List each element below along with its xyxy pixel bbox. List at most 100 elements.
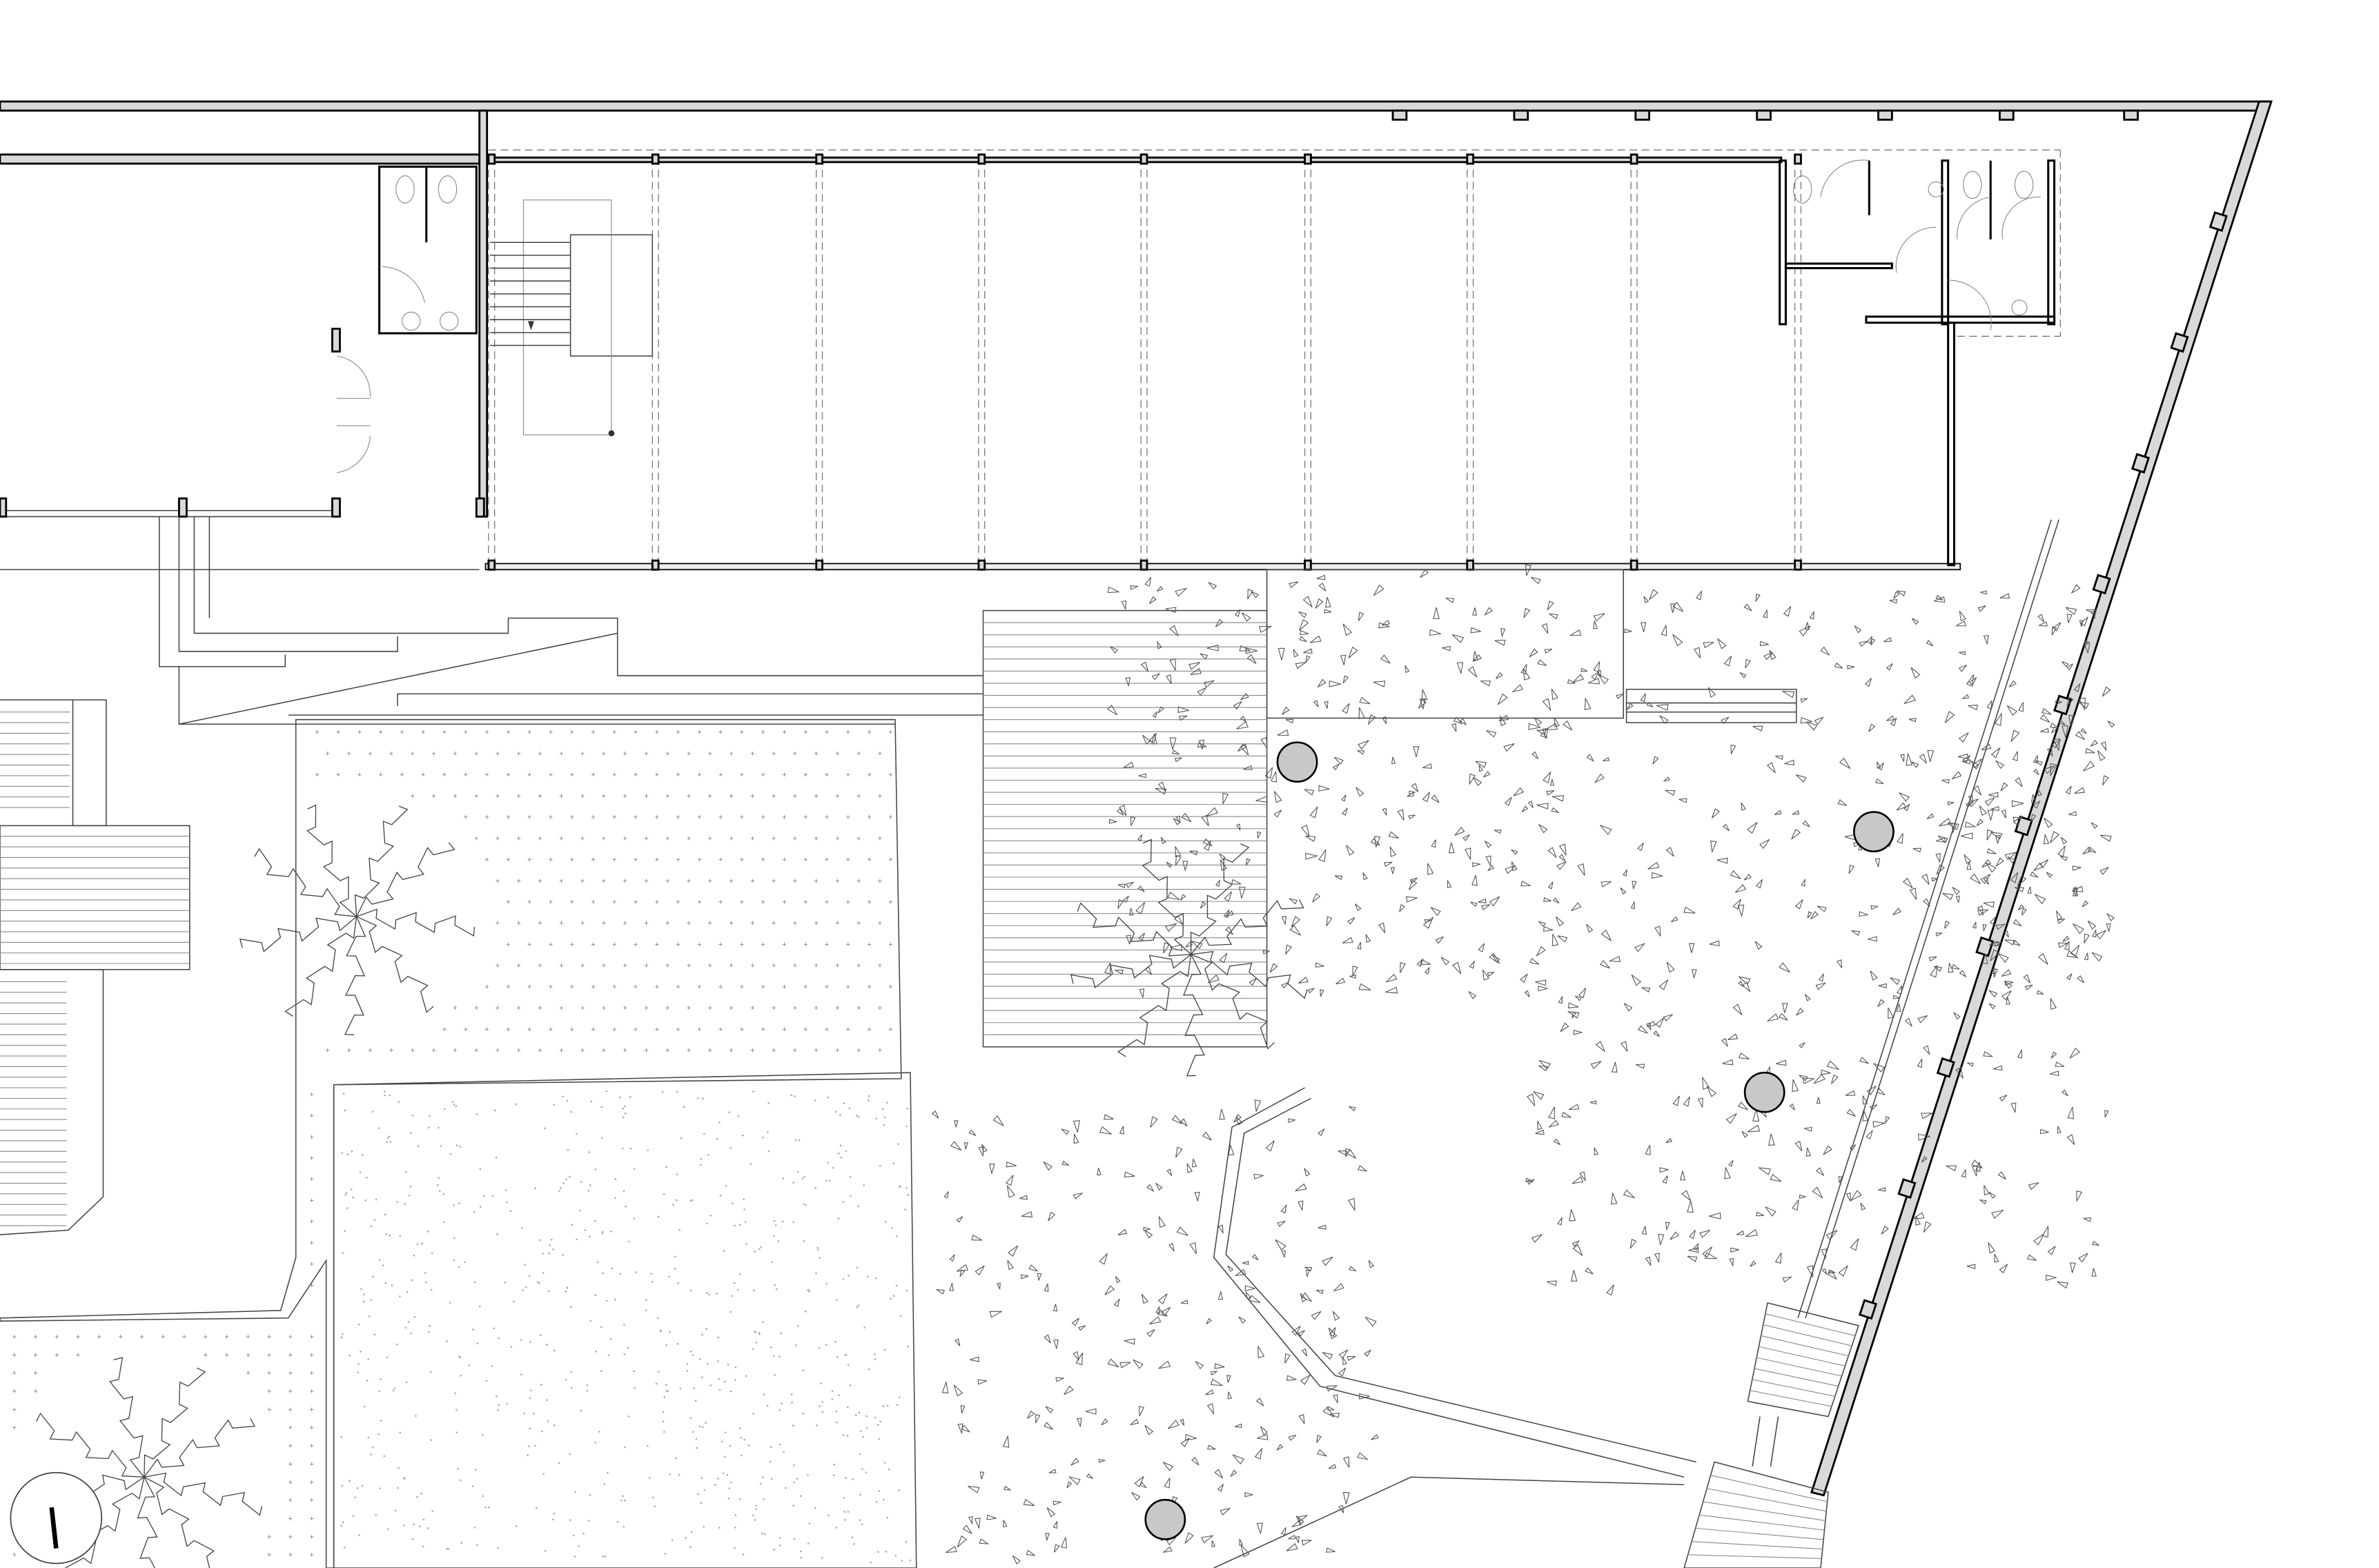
stair-arrow-icon <box>528 321 534 331</box>
gravel-dot <box>693 1387 696 1389</box>
plant-mark: + <box>496 834 500 843</box>
leaf-mark <box>2057 919 2066 924</box>
leaf-mark <box>1471 862 1480 868</box>
leaf-mark <box>1291 1326 1301 1336</box>
gravel-dot <box>702 1097 704 1100</box>
leaf-mark <box>1163 942 1171 954</box>
gravel-dot <box>766 1404 769 1407</box>
plant-mark: + <box>309 1442 313 1451</box>
plant-mark: + <box>687 877 691 885</box>
gravel-dot <box>515 1103 517 1106</box>
wall-pilasters <box>1391 109 2228 1320</box>
leaf-mark <box>1763 651 1773 660</box>
leaf-mark <box>1960 832 1973 840</box>
leaf-mark <box>1138 932 1146 941</box>
leaf-mark <box>1218 1224 1224 1234</box>
leaf-mark <box>1281 1527 1286 1536</box>
plant-mark: + <box>793 792 797 801</box>
gravel-dot <box>883 1462 886 1464</box>
gravel-dot <box>595 1350 598 1353</box>
leaf-mark <box>1647 861 1660 870</box>
plant-mark: + <box>867 814 871 822</box>
plant-mark: + <box>288 1533 293 1541</box>
gravel-dot <box>734 1366 737 1369</box>
gravel-dot <box>361 1154 364 1156</box>
plant-mark: + <box>538 792 542 801</box>
leaf-mark <box>1572 1011 1577 1019</box>
gravel-dot <box>695 1438 698 1440</box>
leaf-mark <box>1317 678 1326 688</box>
leaf-mark <box>2085 747 2095 754</box>
leaf-mark <box>1593 661 1600 673</box>
leaf-mark <box>1157 781 1166 792</box>
leaf-mark <box>1201 814 1209 826</box>
leaf-mark <box>1538 921 1546 928</box>
gravel-dot <box>683 1106 685 1108</box>
stair-tread <box>1759 1346 1846 1366</box>
gravel-dot <box>354 1496 357 1499</box>
leaf-mark <box>1935 852 1941 863</box>
gravel-dot <box>594 1294 597 1297</box>
gravel-dot <box>420 1492 422 1495</box>
leaf-mark <box>1923 1045 1930 1055</box>
gravel-dot <box>882 1405 885 1407</box>
leaf-mark <box>1399 904 1405 912</box>
plant-mark: + <box>591 941 595 949</box>
plant-mark: + <box>729 749 733 758</box>
gravel-dot <box>705 1422 707 1424</box>
gravel-dot <box>679 1387 682 1390</box>
stair-tread <box>1750 1390 1832 1407</box>
leaf-mark <box>1191 1456 1200 1466</box>
plant-mark: + <box>856 1004 861 1012</box>
gravel-dot <box>800 1550 802 1553</box>
gravel-dot <box>473 1281 476 1284</box>
plant-mark: + <box>835 1004 839 1012</box>
leaf-mark <box>1255 1398 1264 1407</box>
plant-mark: + <box>750 1047 754 1055</box>
plant-mark: + <box>825 856 829 864</box>
leaf-mark <box>953 1384 963 1397</box>
gravel-dot <box>569 1453 571 1456</box>
gravel-dot <box>737 1115 740 1117</box>
leaf-mark <box>1779 962 1790 973</box>
leaf-mark <box>1295 1183 1307 1192</box>
leaf-mark <box>1342 937 1353 944</box>
leaf-mark <box>1862 1095 1868 1105</box>
leaf-mark <box>1281 981 1289 989</box>
leaf-mark <box>1286 1543 1298 1551</box>
gravel-dot <box>700 1158 703 1160</box>
plant-mark: + <box>161 1333 165 1342</box>
leaf-mark <box>2035 760 2043 766</box>
leaf-mark <box>2050 831 2059 843</box>
tree-frond <box>344 916 366 1035</box>
leaf-mark <box>1654 1253 1660 1263</box>
toilet-icon <box>395 175 415 204</box>
leaf-mark <box>1078 1325 1086 1331</box>
plant-mark: + <box>634 814 638 822</box>
leaf-mark <box>1424 967 1430 974</box>
gravel-dot <box>389 1234 391 1237</box>
gravel-dot <box>614 1197 616 1199</box>
leaf-mark <box>1636 1064 1645 1069</box>
plant-mark: + <box>825 729 829 737</box>
leaf-mark <box>1280 1204 1287 1214</box>
leaf-mark <box>1318 849 1326 863</box>
leaf-mark <box>1389 846 1397 857</box>
leaf-mark <box>1807 911 1812 919</box>
leaf-mark <box>1324 700 1329 709</box>
leaf-mark <box>1820 646 1830 656</box>
plant-mark: + <box>761 856 765 864</box>
gravel-dot <box>790 1094 792 1097</box>
gravel-dot <box>671 1539 674 1542</box>
leaf-mark <box>1197 742 1207 747</box>
gravel-dot <box>663 1431 665 1433</box>
gravel-dot <box>515 1525 518 1527</box>
leaf-mark <box>1789 1103 1795 1110</box>
leaf-mark <box>1805 1147 1812 1157</box>
plant-mark: + <box>538 1047 542 1055</box>
gravel-dot <box>386 1528 389 1530</box>
leaf-mark <box>1826 1060 1839 1070</box>
leaf-mark <box>1144 576 1152 587</box>
leaf-mark <box>1110 646 1119 654</box>
gravel-dot <box>378 1127 380 1130</box>
